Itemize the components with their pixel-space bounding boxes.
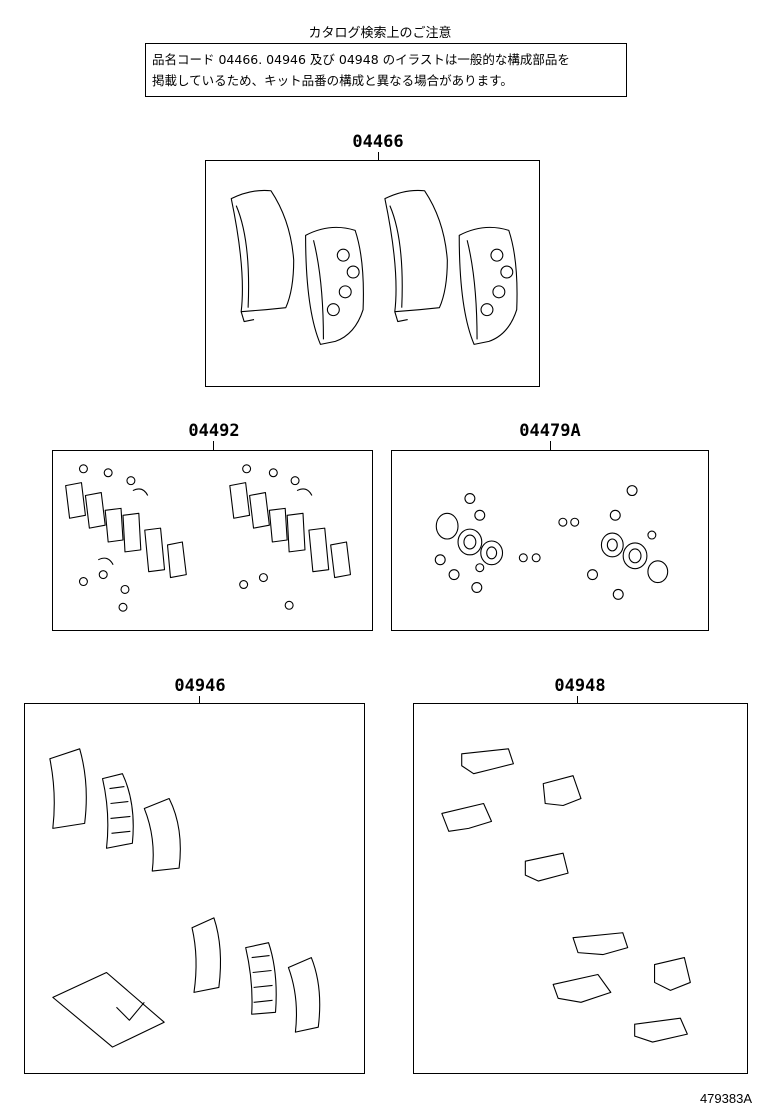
kit-box-04466[interactable] <box>205 160 540 387</box>
kit-box-04479A[interactable] <box>391 450 709 631</box>
clip-group-upper <box>441 748 582 882</box>
shim-set-lower <box>191 917 321 1033</box>
part-label-04946[interactable]: 04946 <box>174 676 226 696</box>
notice-line-1: 品名コード 04466. 04946 及び 04948 のイラストは一般的な構成… <box>152 52 570 67</box>
part-label-04492[interactable]: 04492 <box>188 421 240 441</box>
notice-box: 品名コード 04466. 04946 及び 04948 のイラストは一般的な構成… <box>145 43 627 97</box>
notice-heading: カタログ検索上のご注意 <box>308 26 452 41</box>
seal-group-left <box>434 492 541 593</box>
shim-group-left <box>65 464 187 612</box>
clip-group-lower <box>552 932 691 1043</box>
fitting-kit-illustration <box>441 748 691 1043</box>
leader-line-04946 <box>199 696 200 704</box>
diagram-number: 479383A <box>699 1091 752 1106</box>
shim-kit-illustration <box>65 464 352 612</box>
part-label-04948[interactable]: 04948 <box>554 676 606 696</box>
brake-pad-right-a <box>384 189 448 323</box>
brake-pad-left-a <box>230 189 295 323</box>
leader-line-04948 <box>577 696 578 704</box>
brake-pad-right-b <box>458 226 518 345</box>
kit-box-04492[interactable] <box>52 450 373 631</box>
kit-box-04948[interactable] <box>413 703 748 1074</box>
brake-pad-left-b <box>305 226 364 345</box>
leader-line-04479A <box>550 441 551 451</box>
notice-line-2: 掲載しているため、キット品番の構成と異なる場合があります。 <box>152 73 513 88</box>
seal-group-right <box>558 485 669 600</box>
anti-squeal-shim-illustration <box>49 748 321 1048</box>
kit-box-04946[interactable] <box>24 703 365 1074</box>
leader-line-04492 <box>213 441 214 451</box>
brake-pad-illustration <box>230 189 518 345</box>
leader-line-04466 <box>378 152 379 161</box>
shim-group-right <box>229 464 352 610</box>
grease-packet <box>52 971 165 1048</box>
part-label-04466[interactable]: 04466 <box>352 132 404 152</box>
part-label-04479A[interactable]: 04479A <box>519 421 581 441</box>
shim-set-upper <box>49 748 181 872</box>
cylinder-kit-illustration <box>434 485 669 600</box>
